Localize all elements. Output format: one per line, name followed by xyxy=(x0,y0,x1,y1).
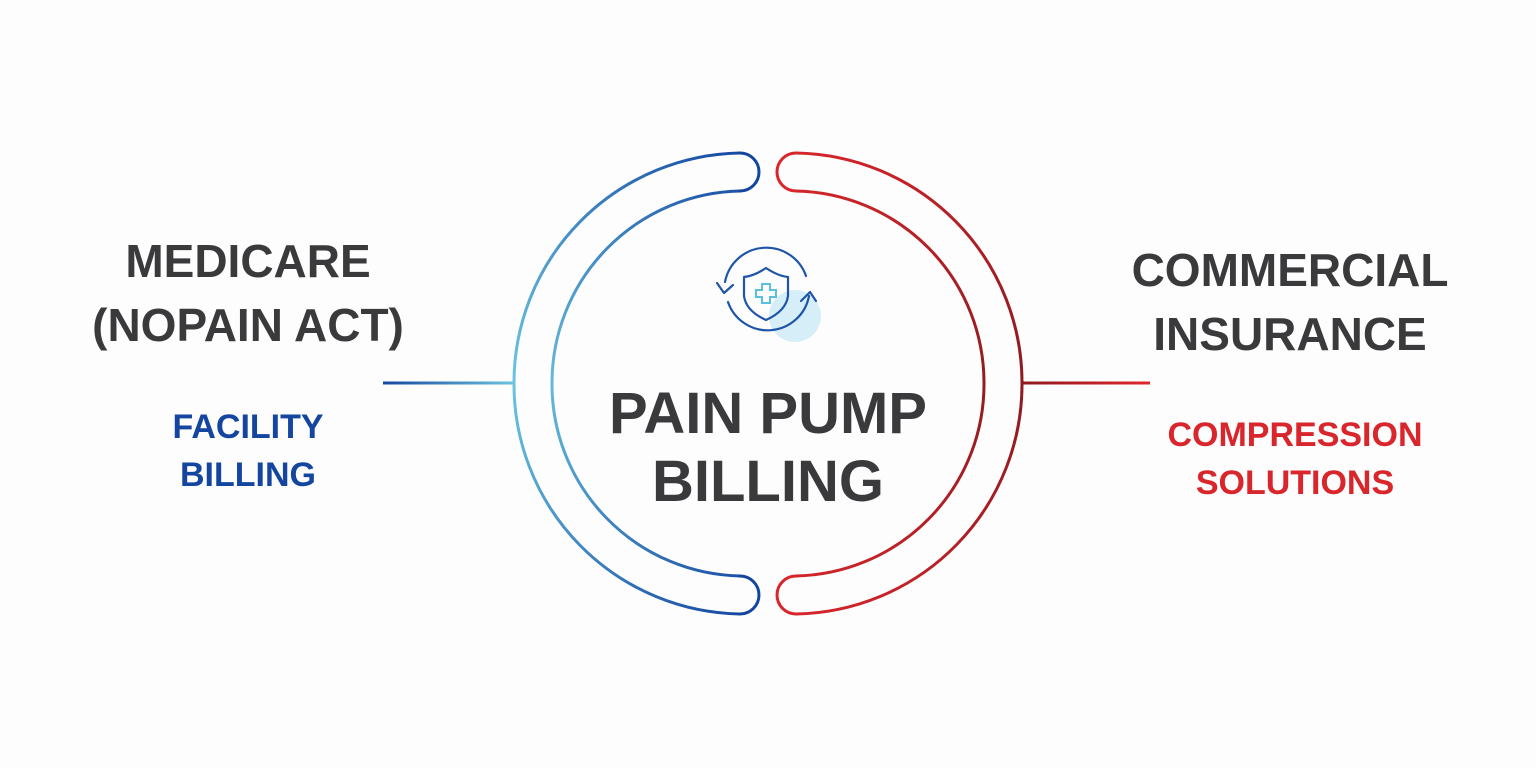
right-heading: COMMERCIAL INSURANCE xyxy=(1130,247,1450,375)
left-arc-ring xyxy=(512,151,761,616)
right-arc-top xyxy=(794,151,1024,385)
right-arc-top-inner xyxy=(794,189,986,385)
right-arc-ring xyxy=(775,151,1024,616)
left-arc-bottom xyxy=(512,381,742,616)
right-subheading: COMPRESSION SOLUTIONS xyxy=(1140,418,1450,514)
right-sub-line1: COMPRESSION xyxy=(1167,416,1423,454)
center-title: PAIN PUMP BILLING xyxy=(568,380,968,516)
right-heading-line2: INSURANCE xyxy=(1153,308,1427,360)
left-arc-top-cap xyxy=(738,151,761,193)
left-arc-top-inner xyxy=(550,189,742,385)
left-heading-line2: (NOPAIN ACT) xyxy=(92,299,404,351)
left-arc-bottom-inner xyxy=(550,381,742,578)
right-arc-bottom xyxy=(794,381,1024,616)
left-sub-line1: FACILITY xyxy=(172,408,324,446)
right-arc-bottom-cap xyxy=(775,574,798,616)
right-arc-bottom-inner xyxy=(794,381,986,578)
left-arc-top xyxy=(512,151,742,385)
center-title-line2: BILLING xyxy=(652,449,884,514)
left-sub-line2: BILLING xyxy=(180,456,316,494)
right-arc-top-cap xyxy=(775,151,798,193)
left-heading-line1: MEDICARE xyxy=(125,235,371,287)
left-heading: MEDICARE (NOPAIN ACT) xyxy=(88,238,408,366)
center-title-line1: PAIN PUMP xyxy=(609,381,927,446)
right-sub-line2: SOLUTIONS xyxy=(1195,464,1395,502)
left-arc-bottom-cap xyxy=(738,574,761,616)
left-subheading: FACILITY BILLING xyxy=(98,410,398,506)
shield-medical-cross-refresh-icon xyxy=(715,246,821,342)
right-heading-line1: COMMERCIAL xyxy=(1131,244,1449,296)
